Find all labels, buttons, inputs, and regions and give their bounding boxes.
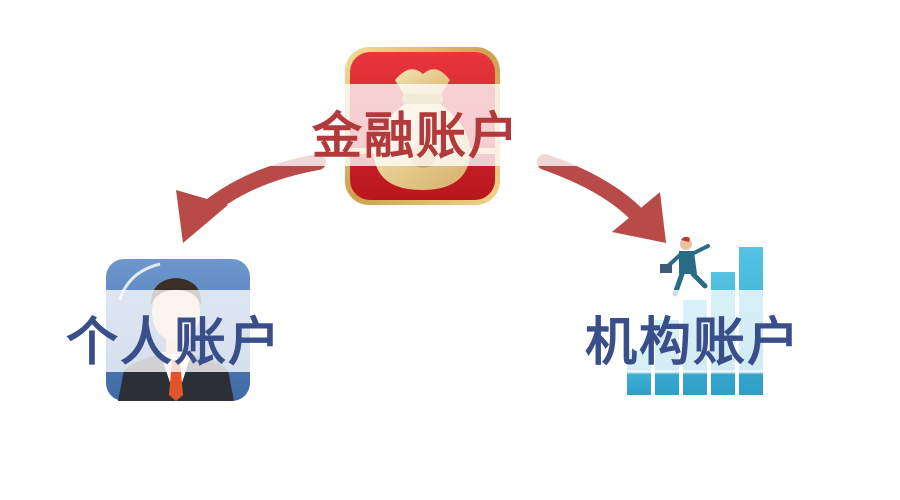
institutional-account-label: 机构账户 (585, 312, 802, 373)
financial-account-label: 金融账户 (312, 106, 520, 165)
personal-account-label: 个人账户 (66, 312, 283, 373)
root-label-band (268, 84, 576, 166)
arrow-to-institution (537, 154, 666, 243)
personal-label-band (18, 290, 330, 372)
institution-label-band (540, 290, 852, 372)
runner-figure (660, 236, 710, 297)
arrow-to-personal (176, 154, 326, 243)
